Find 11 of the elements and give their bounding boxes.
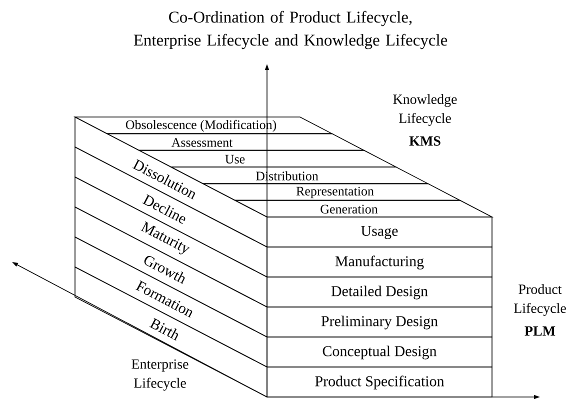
front-face-row: Product Specification: [266, 366, 492, 398]
axis-label: Product Lifecycle: [514, 284, 566, 316]
axis-abbreviation: PLM: [524, 326, 556, 336]
title: Co-Ordination of Product Lifecycle, Enterprise Lifecycle and Knowledge Lifecycle: [134, 10, 448, 50]
front-face-row: Detailed Design: [266, 276, 492, 308]
front-face-row: Usage: [266, 216, 492, 248]
axis-label: Knowledge Lifecycle: [393, 94, 457, 126]
front-face-row: Preliminary Design: [266, 306, 492, 338]
axis-abbreviation: KMS: [409, 136, 440, 146]
front-face-row: Conceptual Design: [266, 336, 492, 368]
front-face-row: Manufacturing: [266, 246, 492, 278]
